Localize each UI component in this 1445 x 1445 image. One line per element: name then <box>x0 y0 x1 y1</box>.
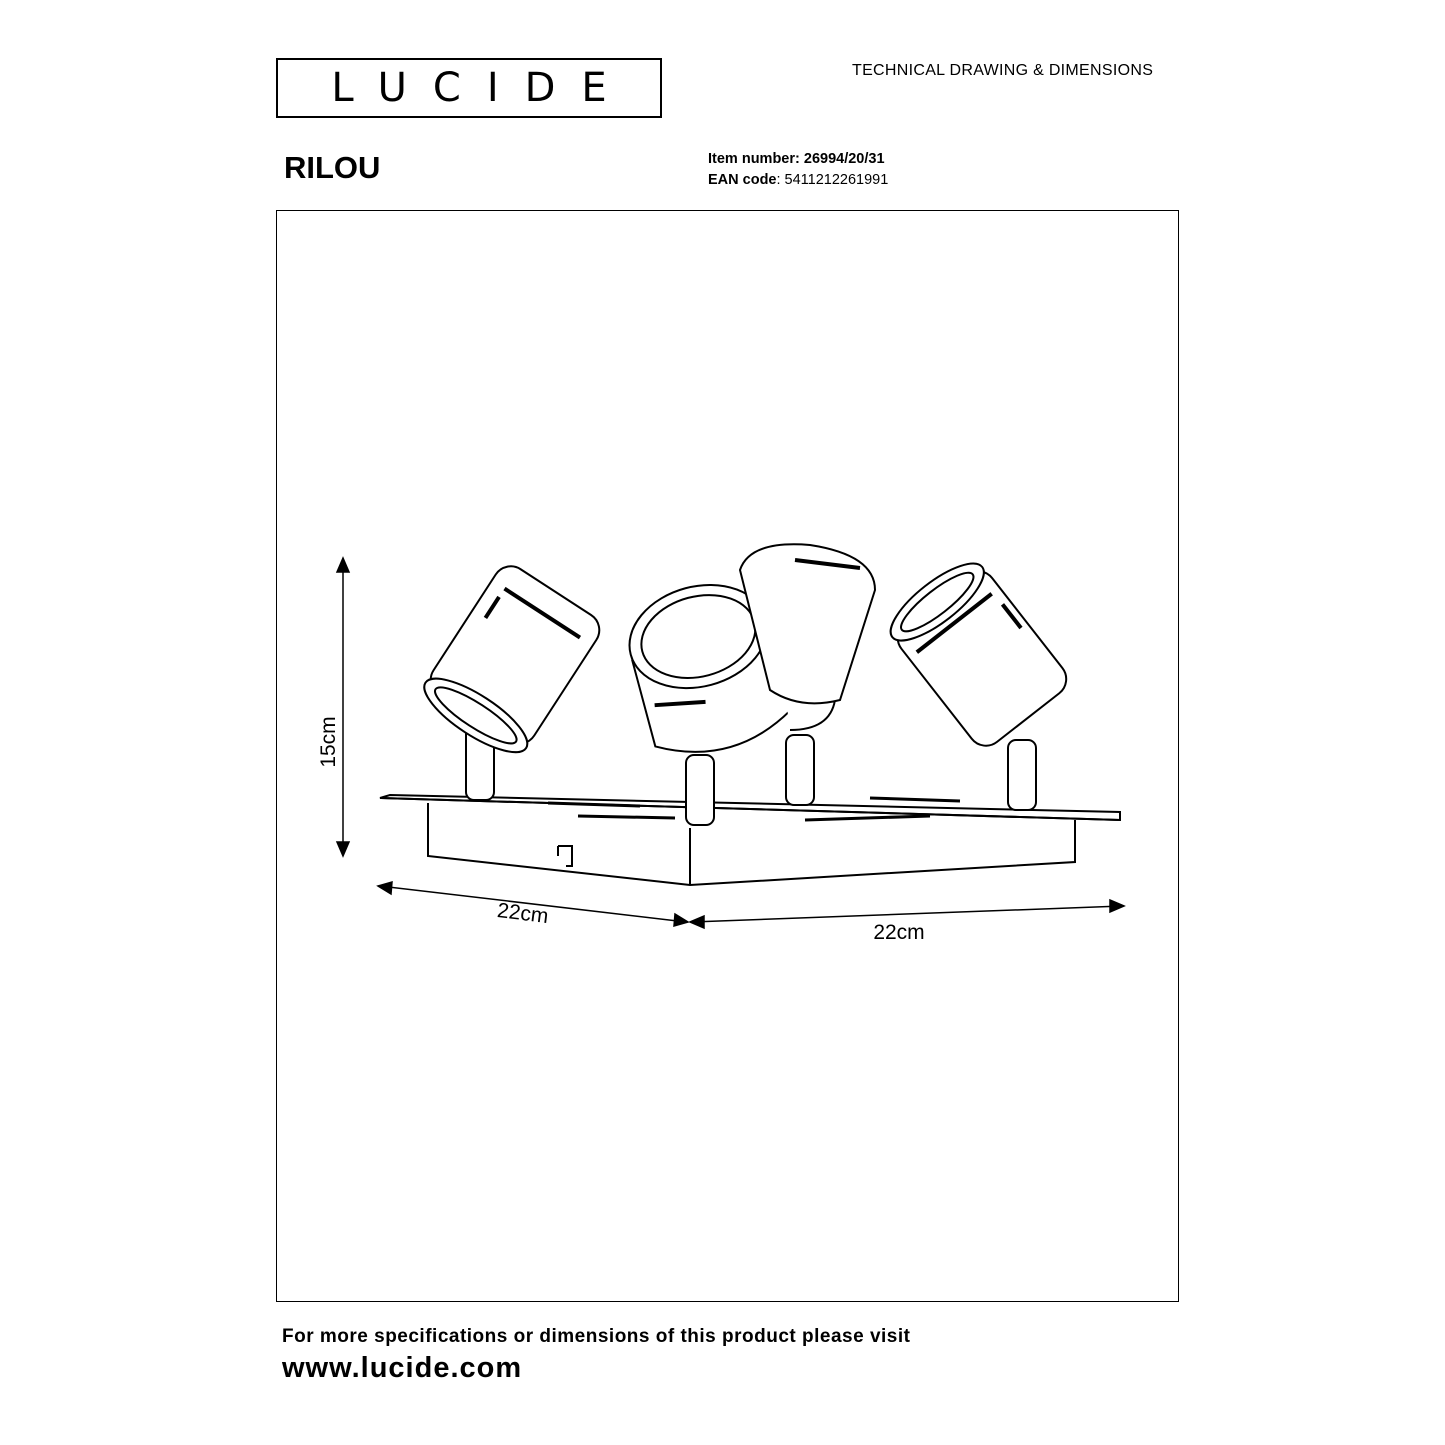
item-number-row: Item number: 26994/20/31 <box>708 149 888 170</box>
spot-posts <box>465 724 1037 826</box>
spotlight-back <box>738 543 877 731</box>
ean-value: : 5411212261991 <box>776 172 889 188</box>
item-number-value: 26994/20/31 <box>803 151 885 167</box>
spotlight-middle <box>628 583 792 753</box>
base-plate <box>379 793 1121 887</box>
footer-url-link[interactable]: www.lucide.com <box>282 1352 523 1384</box>
dimension-lines <box>335 556 1126 930</box>
spotlight-left <box>423 565 601 754</box>
ean-label: EAN code <box>708 172 777 188</box>
logo-text: LUCIDE <box>331 65 633 111</box>
spotlight-right <box>889 562 1068 747</box>
depth-dimension-label: 22cm <box>496 899 550 928</box>
width-dimension-label: 22cm <box>873 921 924 944</box>
drawing-frame <box>276 210 1179 1302</box>
ean-row: EAN code: 5411212261991 <box>708 170 888 191</box>
product-name: RILOU <box>284 150 381 185</box>
lucide-logo: LUCIDE <box>276 58 662 118</box>
product-meta: Item number: 26994/20/31 EAN code: 54112… <box>708 149 888 191</box>
document-title: TECHNICAL DRAWING & DIMENSIONS <box>852 62 1154 79</box>
footer-text: For more specifications or dimensions of… <box>282 1326 911 1347</box>
item-number-label: Item number: <box>708 151 800 167</box>
dimension-labels: 15cm 22cm 22cm <box>317 716 925 944</box>
height-dimension-label: 15cm <box>317 716 340 767</box>
